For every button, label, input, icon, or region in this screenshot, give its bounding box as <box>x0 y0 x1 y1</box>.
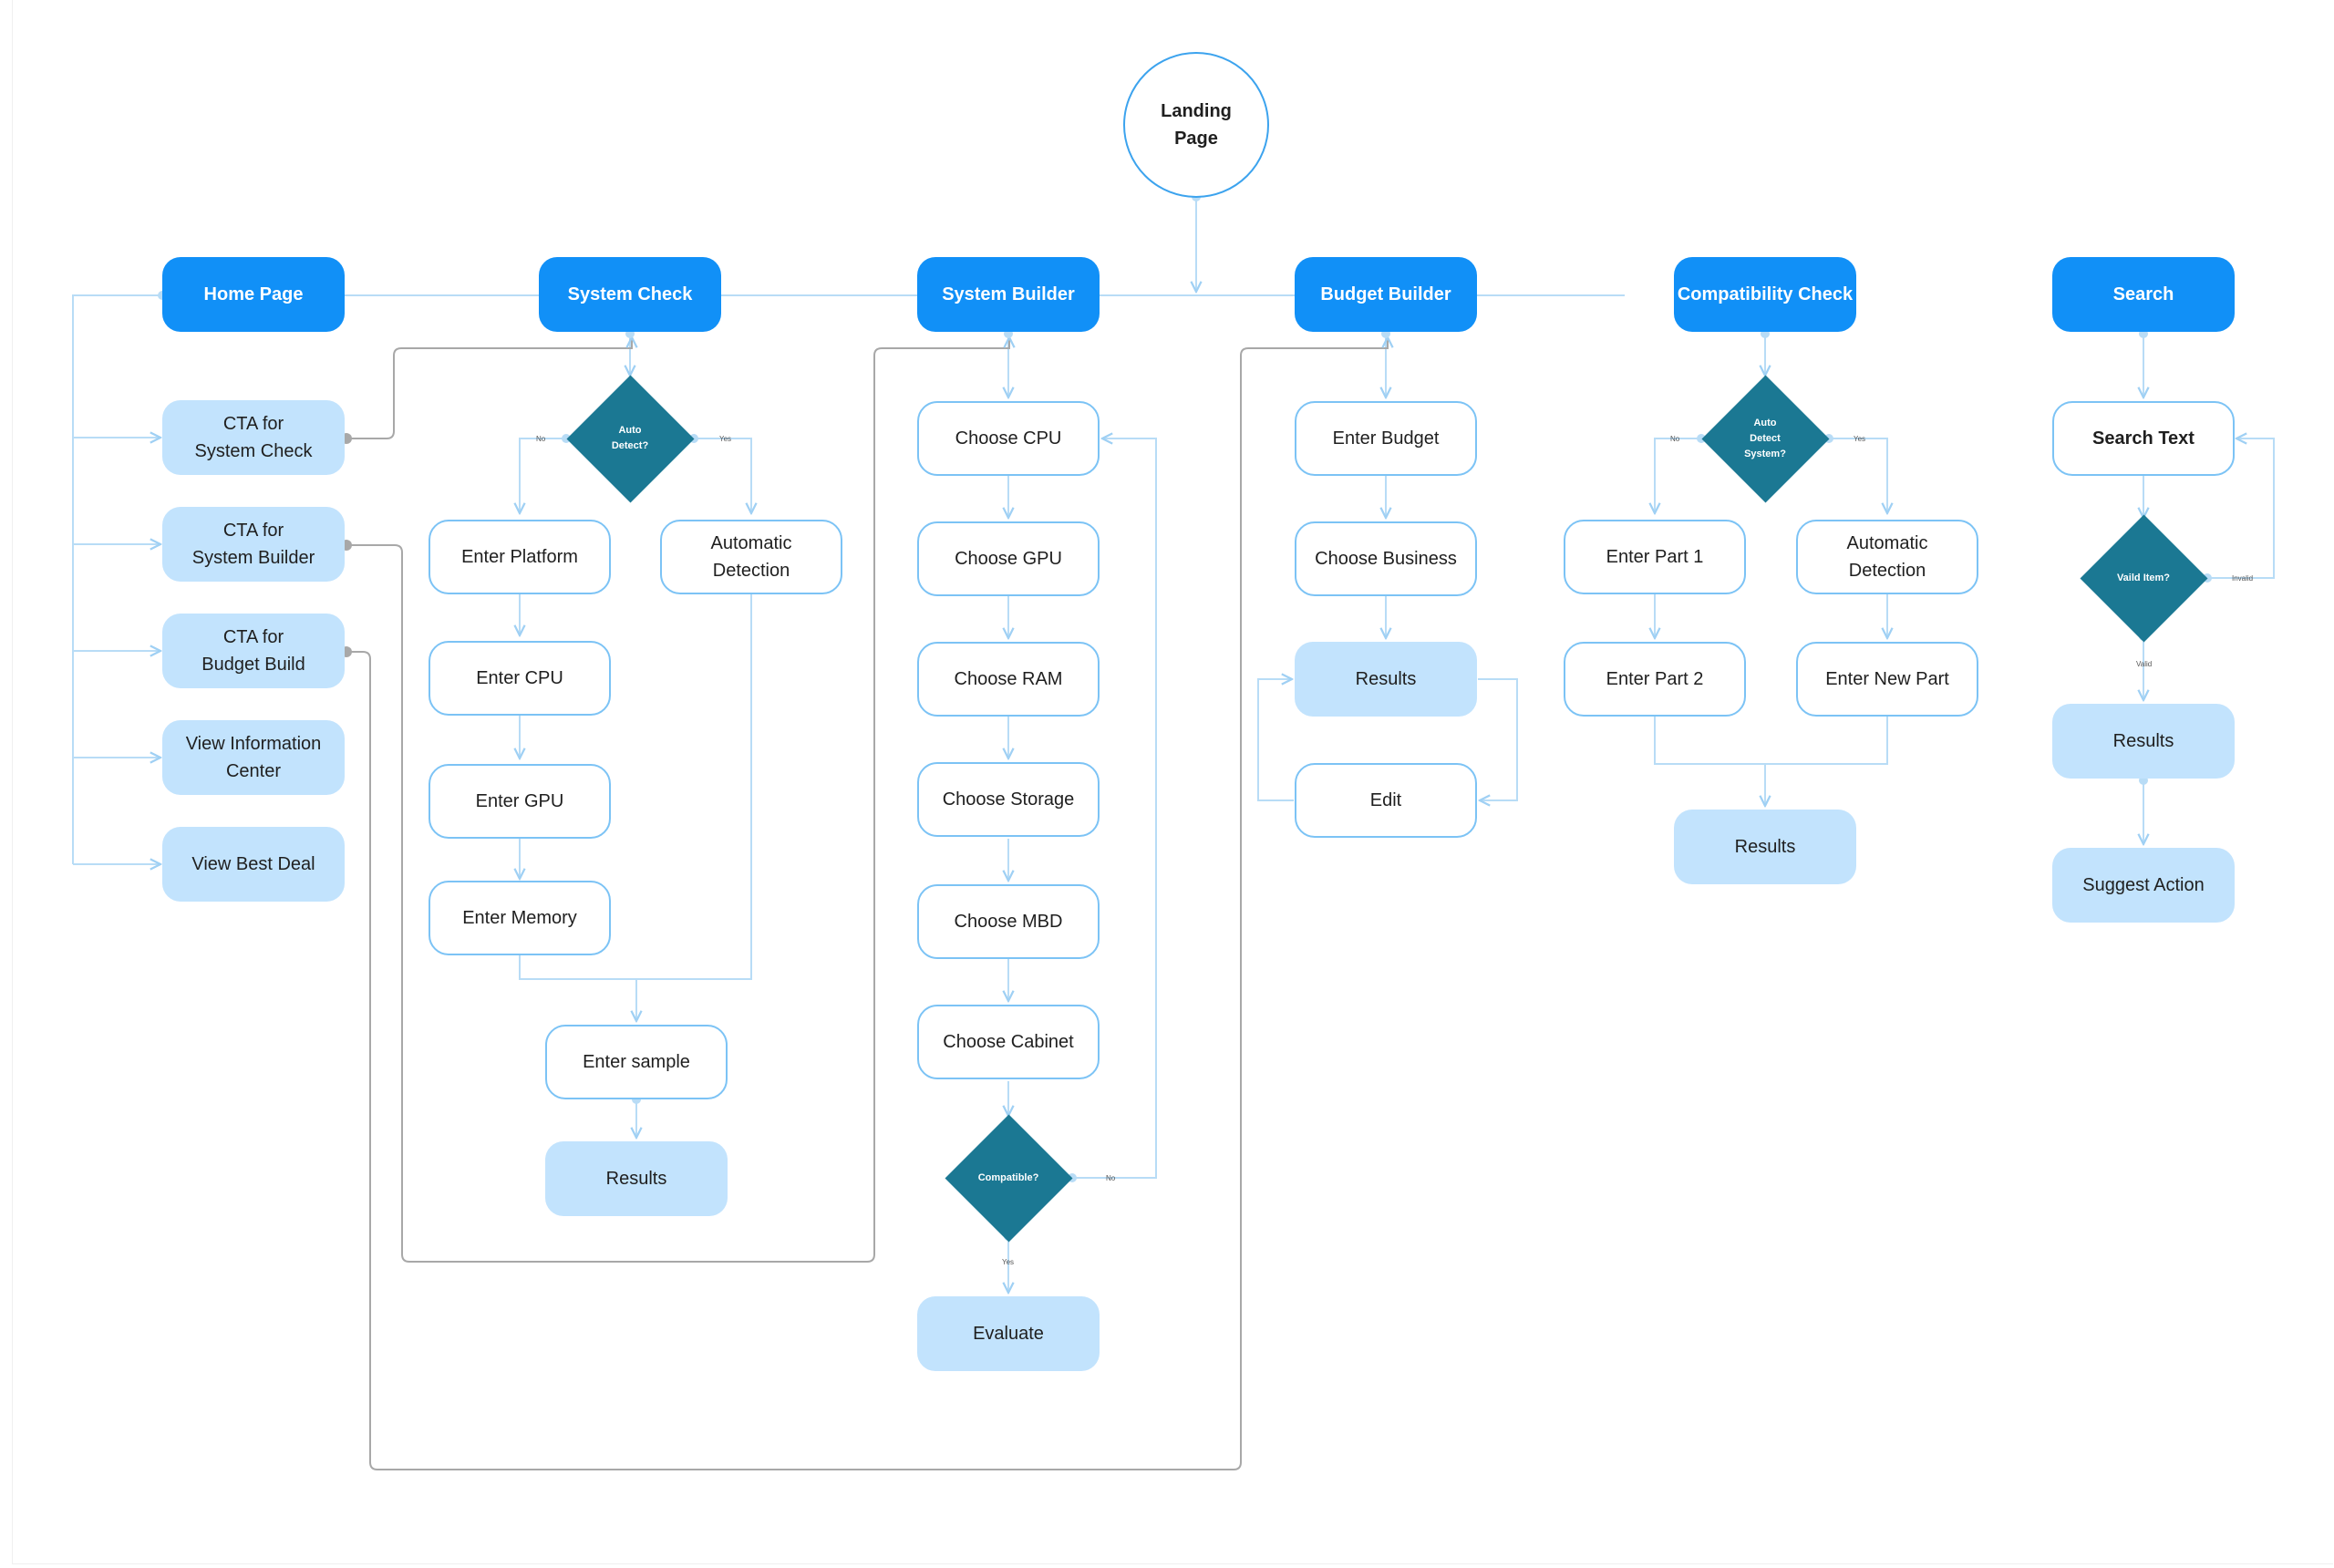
evaluate-node: Evaluate <box>917 1296 1100 1371</box>
compat-automatic-detection-node: Automatic Detection <box>1796 520 1978 594</box>
valid-item-label: Vaild Item? <box>2116 572 2171 583</box>
suggest-action-node: Suggest Action <box>2052 848 2235 923</box>
choose-ram-node: Choose RAM <box>917 642 1100 717</box>
home-page-node: Home Page <box>162 257 345 332</box>
view-best-deal-node: View Best Deal <box>162 827 345 902</box>
edit-node: Edit <box>1295 763 1477 838</box>
cta-system-check-node: CTA for System Check <box>162 400 345 475</box>
enter-new-part-node: Enter New Part <box>1796 642 1978 717</box>
enter-sample-node: Enter sample <box>545 1025 728 1099</box>
enter-memory-node: Enter Memory <box>429 881 611 955</box>
budget-builder-node: Budget Builder <box>1295 257 1477 332</box>
system-builder-yes-label: Yes <box>1002 1258 1015 1266</box>
system-check-results-node: Results <box>545 1141 728 1216</box>
system-builder-node: System Builder <box>917 257 1100 332</box>
compatibility-no-label: No <box>1670 435 1680 443</box>
enter-gpu-node: Enter GPU <box>429 764 611 839</box>
cta-budget-build-node: CTA for Budget Build <box>162 614 345 688</box>
view-information-center-node: View Information Center <box>162 720 345 795</box>
compatibility-yes-label: Yes <box>1854 435 1866 443</box>
search-results-node: Results <box>2052 704 2235 779</box>
cta-system-check-link <box>346 337 632 439</box>
compatibility-check-node: Compatibility Check <box>1674 257 1856 332</box>
compatible-label: Compatible? <box>977 1171 1039 1183</box>
system-check-node: System Check <box>539 257 721 332</box>
landing-page-node: Landing Page <box>1123 52 1269 198</box>
enter-part-2-node: Enter Part 2 <box>1564 642 1746 717</box>
system-builder-no-label: No <box>1106 1174 1116 1182</box>
system-check-yes-label: Yes <box>719 435 732 443</box>
search-node: Search <box>2052 257 2235 332</box>
search-text-node: Search Text <box>2052 401 2235 476</box>
automatic-detection-node: Automatic Detection <box>660 520 842 594</box>
valid-item-decision: Vaild Item? <box>2079 513 2208 643</box>
search-invalid-label: Invalid <box>2232 574 2254 583</box>
enter-platform-node: Enter Platform <box>429 520 611 594</box>
choose-mbd-node: Choose MBD <box>917 884 1100 959</box>
enter-budget-node: Enter Budget <box>1295 401 1477 476</box>
auto-detect-decision: Auto Detect? <box>565 374 695 503</box>
auto-detect-system-label: Auto Detect System? <box>1744 417 1786 459</box>
cta-system-builder-node: CTA for System Builder <box>162 507 345 582</box>
choose-business-node: Choose Business <box>1295 521 1477 596</box>
home-bus <box>72 294 162 864</box>
cta-system-builder-link <box>346 337 1009 1263</box>
cta-budget-build-link <box>346 337 1388 1470</box>
system-check-no-label: No <box>536 435 546 443</box>
choose-cabinet-node: Choose Cabinet <box>917 1005 1100 1079</box>
auto-detect-label: Auto Detect? <box>611 425 649 451</box>
auto-detect-system-decision: Auto Detect System? <box>1700 374 1830 503</box>
compatibility-results-node: Results <box>1674 810 1856 884</box>
choose-gpu-node: Choose GPU <box>917 521 1100 596</box>
budget-results-node: Results <box>1295 642 1477 717</box>
compatible-decision: Compatible? <box>944 1113 1073 1243</box>
choose-cpu-node: Choose CPU <box>917 401 1100 476</box>
canvas-frame <box>12 0 2333 1564</box>
choose-storage-node: Choose Storage <box>917 762 1100 837</box>
enter-part-1-node: Enter Part 1 <box>1564 520 1746 594</box>
enter-cpu-node: Enter CPU <box>429 641 611 716</box>
search-valid-label: Valid <box>2136 660 2153 668</box>
